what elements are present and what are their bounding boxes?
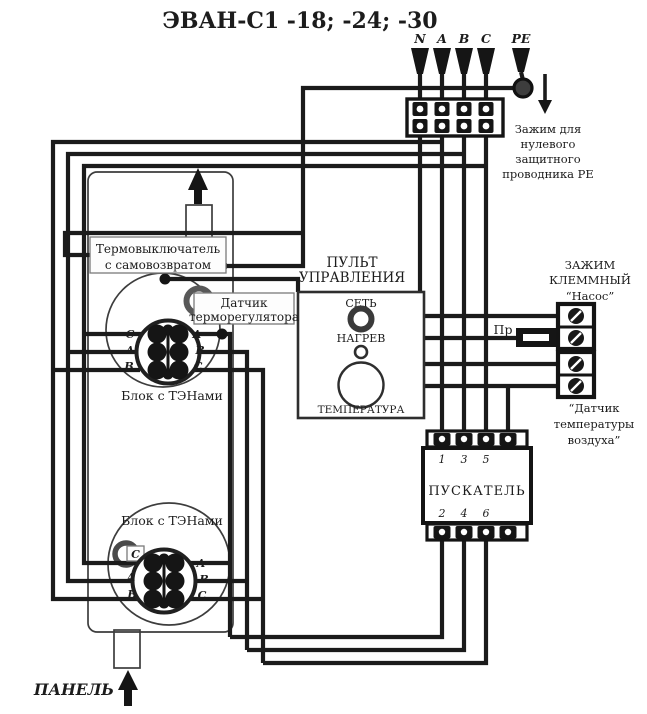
- pump-clamp-label: ЗАЖИМ: [565, 258, 616, 272]
- wire-right-c: [181, 367, 266, 663]
- air-sensor-label: “Датчик: [569, 401, 621, 415]
- terminal-label-n: N: [413, 31, 426, 46]
- funnel-a-icon: [433, 48, 451, 74]
- ground-arrow-down-icon: [538, 74, 552, 114]
- phase-label: А: [196, 557, 206, 570]
- pe-note-line: проводника РЕ: [502, 167, 594, 181]
- phase-label: С: [131, 548, 140, 561]
- heat-indicator-label: НАГРЕВ: [337, 332, 386, 345]
- pe-clamp-point: [512, 77, 534, 99]
- wire-neutral-to-panel: [417, 134, 424, 299]
- wire-phase-left-3: [81, 163, 486, 566]
- wire-starter-out-3: [263, 540, 489, 666]
- starter-terminal-number: 1: [439, 453, 446, 466]
- pe-note-line: защитного: [515, 152, 580, 166]
- pe-note-line: Зажим для: [515, 122, 582, 136]
- funnel-n-icon: [411, 48, 429, 74]
- pump-clamp: ЗАЖИМ КЛЕММНЫЙ “Насос”: [549, 258, 631, 352]
- phase-label: С: [194, 360, 203, 373]
- panel-tag: ПАНЕЛЬ: [33, 670, 138, 706]
- funnel-pe-icon: [512, 48, 530, 72]
- power-indicator-label: СЕТЬ: [345, 297, 377, 310]
- terminal-label-a: A: [436, 31, 447, 46]
- starter: 1 3 5 ПУСКАТЕЛЬ 2 4 6: [421, 429, 533, 542]
- phase-label: В: [194, 344, 204, 357]
- temperature-knob: [337, 361, 385, 409]
- junction-dot: [159, 273, 171, 285]
- input-terminal-block: [405, 97, 505, 138]
- panel-heading: ПУЛЬТ: [327, 255, 378, 271]
- pe-note-line: нулевого: [521, 137, 576, 151]
- wire-thermal-loop: [62, 230, 302, 258]
- phase-label: А: [125, 344, 135, 357]
- starter-terminal-number: 3: [461, 453, 468, 466]
- wire-right-b: [181, 349, 250, 650]
- fuse-label: Пр: [494, 322, 513, 337]
- starter-terminal-number: 4: [460, 507, 468, 520]
- starter-terminal-number: 2: [438, 507, 446, 520]
- starter-top-terminals: [433, 433, 517, 446]
- thermostat-sensor-text: терморегулятора: [189, 310, 299, 324]
- air-sensor-clamp: “Датчик температуры воздуха”: [554, 349, 634, 447]
- wire-pe-run: [226, 85, 514, 269]
- wire-starter-out-1: [230, 540, 445, 640]
- upper-ten-block-label: Блок с ТЭНами: [121, 388, 223, 403]
- phase-label: В: [123, 360, 133, 373]
- phase-label: С: [198, 589, 207, 602]
- heat-indicator-lamp: [353, 344, 369, 360]
- lower-ten-connector: А В А В С: [126, 547, 209, 615]
- panel-tag-text: ПАНЕЛЬ: [33, 680, 114, 699]
- upper-ten-connector: С А В А В С: [123, 318, 205, 386]
- air-sensor-label: температуры: [554, 417, 634, 431]
- control-panel: ПУЛЬТ УПРАВЛЕНИЯ СЕТЬ НАГРЕВ ТЕМПЕРАТУРА: [296, 255, 426, 420]
- thermostat-sensor-label: Датчик терморегулятора: [189, 292, 299, 325]
- wiring: [50, 71, 560, 666]
- starter-terminal-number: 5: [483, 453, 490, 466]
- pump-clamp-label: КЛЕММНЫЙ: [549, 273, 631, 287]
- thermostat-sensor-text: Датчик: [221, 296, 268, 310]
- phase-label: В: [198, 573, 208, 586]
- panel-heading: УПРАВЛЕНИЯ: [299, 270, 405, 286]
- funnel-c-icon: [477, 48, 495, 74]
- funnel-b-icon: [455, 48, 473, 74]
- panel-arrow-up-icon: [118, 670, 138, 706]
- wire-right-a: [181, 331, 233, 637]
- thermal-switch-label: Термовыключатель с самовозвратом: [89, 236, 227, 274]
- terminal-label-c: C: [481, 31, 491, 46]
- starter-bottom-terminals: [433, 526, 517, 539]
- wire-thermal-to-panel: [165, 276, 301, 292]
- wire-phase-left-2: [65, 151, 464, 584]
- fuse: Пр: [494, 322, 556, 347]
- lower-sensor-tag: С: [126, 545, 145, 562]
- thermal-switch-text: с самовозвратом: [105, 258, 211, 272]
- panel-stub: [113, 629, 141, 669]
- air-sensor-label: воздуха”: [568, 433, 621, 447]
- boiler-body: [87, 168, 234, 669]
- supply-terminals: N A B C PE: [411, 31, 552, 114]
- junction-dot: [216, 328, 228, 340]
- phase-label: А: [126, 571, 136, 584]
- pe-clamp-note: Зажим для нулевого защитного проводника …: [502, 122, 594, 181]
- phase-label: С: [126, 328, 135, 341]
- phase-label: В: [126, 588, 136, 601]
- diagram-title: ЭВАН-С1 -18; -24; -30: [162, 8, 437, 34]
- outlet-arrow-up-icon: [188, 168, 208, 204]
- thermal-switch-text: Термовыключатель: [96, 242, 221, 256]
- terminal-label-pe: PE: [511, 31, 531, 46]
- starter-terminal-number: 6: [483, 507, 490, 520]
- lower-ten-block-label: Блок с ТЭНами: [121, 513, 223, 528]
- phase-label: А: [192, 328, 202, 341]
- wire-starter-out-2: [247, 540, 467, 653]
- starter-name: ПУСКАТЕЛЬ: [428, 484, 525, 499]
- terminal-label-b: B: [458, 31, 470, 46]
- temperature-knob-label: ТЕМПЕРАТУРА: [318, 404, 405, 416]
- pump-clamp-label: “Насос”: [566, 289, 614, 303]
- power-indicator-lamp: [347, 305, 375, 333]
